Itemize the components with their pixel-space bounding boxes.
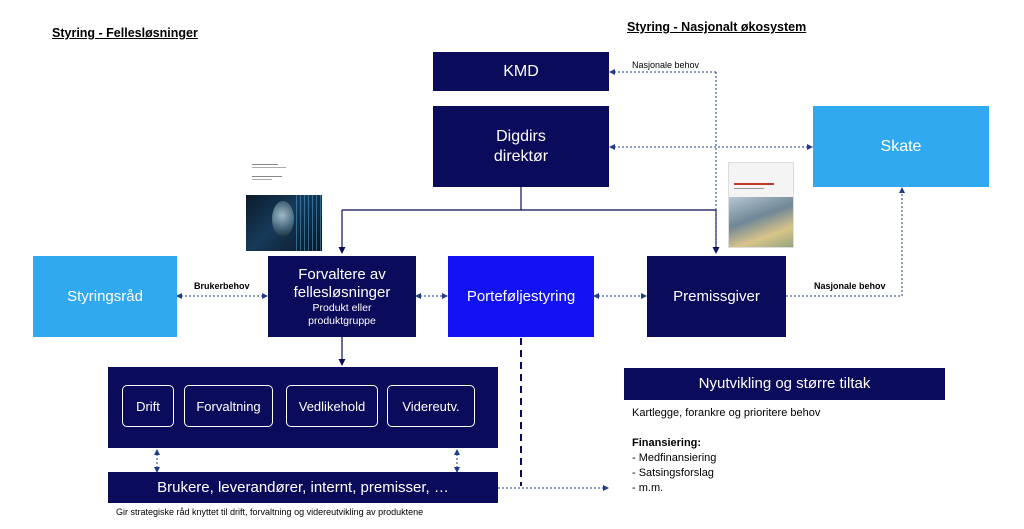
finansiering-item: - Satsingsforslag bbox=[632, 467, 714, 479]
pill-forvaltning-label: Forvaltning bbox=[196, 398, 261, 414]
nyutvikling-text: Kartlegge, forankre og prioritere behov bbox=[632, 407, 821, 419]
portefolje-box: Porteføljestyring bbox=[448, 256, 594, 337]
finansiering-title: Finansiering: bbox=[632, 437, 702, 449]
skate-label: Skate bbox=[880, 137, 922, 155]
caption: Gir strategiske råd knyttet til drift, f… bbox=[116, 507, 424, 517]
pill-vedlikehold-label: Vedlikehold bbox=[298, 398, 366, 414]
nyutvikling-title: Nyutvikling og større tiltak bbox=[698, 375, 871, 392]
tasks-container: Drift Forvaltning Vedlikehold Videreutv. bbox=[108, 367, 498, 448]
pill-drift: Drift bbox=[122, 385, 174, 427]
finansiering-item: - m.m. bbox=[632, 482, 664, 494]
nyutvikling-box: Nyutvikling og større tiltak bbox=[624, 368, 945, 400]
finansiering-item: - Medfinansiering bbox=[632, 452, 717, 464]
pill-videreutv-label: Videreutv. bbox=[402, 398, 460, 414]
label-brukerbehov: Brukerbehov bbox=[194, 281, 250, 291]
label-nasjonale-behov-top: Nasjonale behov bbox=[632, 60, 700, 70]
styringsrad-label: Styringsråd bbox=[67, 287, 143, 305]
pill-vedlikehold: Vedlikehold bbox=[286, 385, 378, 427]
brukere-label: Brukere, leverandører, internt, premisse… bbox=[157, 478, 449, 496]
premissgiver-box: Premissgiver bbox=[647, 256, 786, 337]
forvaltere-sublabel-line1: Produkt eller bbox=[312, 301, 372, 314]
portefolje-label: Porteføljestyring bbox=[466, 287, 576, 305]
report-thumbnail bbox=[250, 160, 310, 190]
heading-nasjonalt-okosystem: Styring - Nasjonalt økosystem bbox=[627, 20, 807, 34]
digdir-label-line2: direktør bbox=[493, 147, 549, 165]
heading-felleslosninger: Styring - Fellesløsninger bbox=[52, 26, 198, 40]
pill-videreutv: Videreutv. bbox=[387, 385, 475, 427]
kmd-box: KMD bbox=[433, 52, 609, 91]
forvaltere-label-line2: fellesløsninger bbox=[293, 283, 391, 301]
forvaltere-sublabel-line2: produktgruppe bbox=[308, 314, 376, 327]
pill-drift-label: Drift bbox=[136, 398, 160, 414]
digdir-label-line1: Digdirs bbox=[496, 128, 546, 146]
pill-forvaltning: Forvaltning bbox=[184, 385, 273, 427]
kmd-label: KMD bbox=[503, 62, 539, 80]
digdir-box: Digdirs direktør bbox=[433, 106, 609, 187]
styringsrad-box: Styringsråd bbox=[33, 256, 177, 337]
premissgiver-label: Premissgiver bbox=[673, 287, 760, 305]
forvaltere-label-line1: Forvaltere av bbox=[298, 265, 386, 283]
label-nasjonale-behov-right: Nasjonale behov bbox=[814, 281, 886, 291]
face-image bbox=[246, 195, 322, 251]
brukere-box: Brukere, leverandører, internt, premisse… bbox=[108, 472, 498, 503]
skate-box: Skate bbox=[813, 106, 989, 187]
forvaltere-box: Forvaltere av fellesløsninger Produkt el… bbox=[268, 256, 416, 337]
strategy-document-thumbnail bbox=[728, 162, 794, 248]
